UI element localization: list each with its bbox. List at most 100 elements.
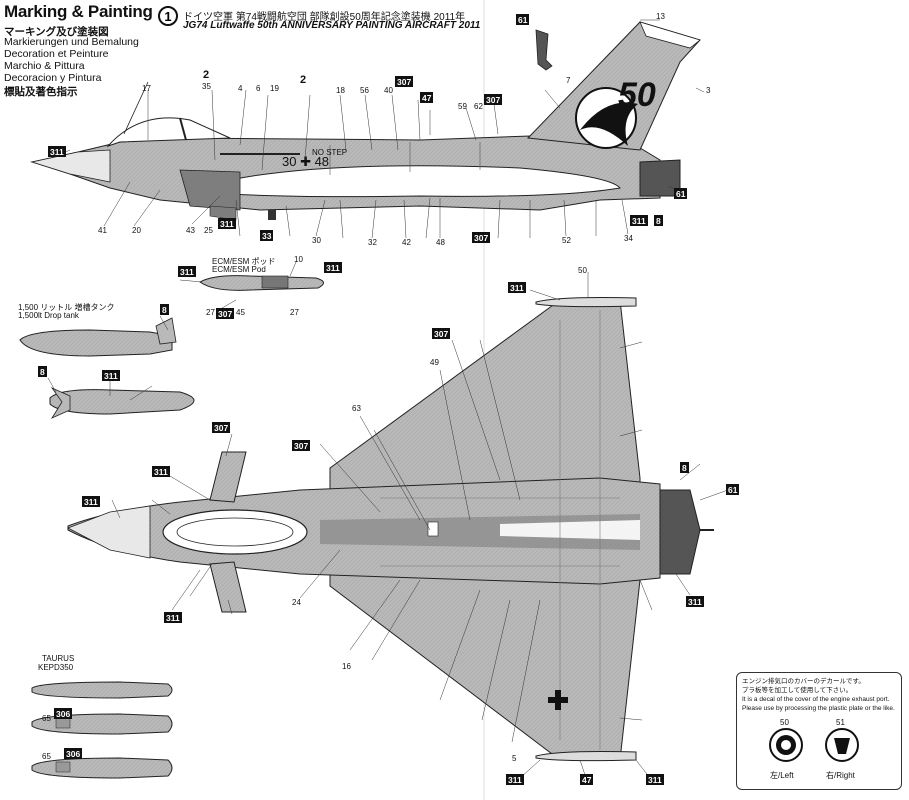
callout-41: 41 bbox=[98, 226, 107, 235]
callout-16: 16 bbox=[342, 662, 351, 671]
callout-311: 311 bbox=[164, 612, 182, 623]
callout-50: 50 bbox=[578, 266, 587, 275]
callout-307: 307 bbox=[395, 76, 414, 87]
callout-30: 30 bbox=[312, 236, 321, 245]
note-item-51: 51 bbox=[836, 718, 845, 727]
drop-tank-top bbox=[49, 387, 195, 419]
callout-8: 8 bbox=[654, 215, 663, 226]
kepd-label: KEPD350 bbox=[38, 663, 74, 672]
callout-8: 8 bbox=[160, 304, 169, 315]
callout-7: 7 bbox=[566, 76, 571, 85]
callout-311: 311 bbox=[506, 774, 524, 785]
callout-311: 311 bbox=[508, 282, 526, 293]
note-en-2: Please use by processing the plastic pla… bbox=[742, 705, 895, 712]
callout-307: 307 bbox=[292, 440, 311, 451]
callout-47: 47 bbox=[420, 92, 434, 103]
no-step-label: NO STEP bbox=[312, 148, 348, 157]
version-marker: 1 bbox=[158, 6, 178, 26]
callout-307: 307 bbox=[432, 328, 451, 339]
callout-45: 45 bbox=[236, 308, 245, 317]
callout-32: 32 bbox=[368, 238, 377, 247]
page-title: Marking & Painting bbox=[4, 2, 153, 21]
engine-exhaust-note: エンジン排気口のカバーのデカールです。 プラ板等を加工して使用して下さい。 It… bbox=[736, 672, 902, 790]
callout-307: 307 bbox=[212, 422, 231, 433]
callout-306: 306 bbox=[54, 708, 73, 719]
subtitle-de: Markierungen und Bemalung bbox=[4, 36, 139, 48]
ecm-pod-label-en: ECM/ESM Pod bbox=[212, 265, 266, 274]
drop-tank-label-jp: 1,500 リットル 増槽タンク bbox=[18, 303, 115, 312]
callout-47: 47 bbox=[580, 774, 594, 785]
callout-65: 65 bbox=[42, 714, 51, 723]
callout-56: 56 bbox=[360, 86, 369, 95]
callout-42: 42 bbox=[402, 238, 411, 247]
exhaust-badge-left bbox=[769, 728, 803, 762]
subtitle-jp: マーキング及び塗装図 bbox=[4, 26, 109, 38]
callout-8: 8 bbox=[38, 366, 47, 377]
tail-number: 50 bbox=[618, 76, 656, 114]
callout-311: 311 bbox=[152, 466, 170, 477]
drop-tank-label-en: 1,500lt Drop tank bbox=[18, 311, 79, 320]
callout-2: 2 bbox=[300, 74, 307, 86]
callout-62: 62 bbox=[474, 102, 483, 111]
callout-34: 34 bbox=[624, 234, 633, 243]
callout-311: 311 bbox=[82, 496, 100, 507]
callout-18: 18 bbox=[336, 86, 345, 95]
callout-49: 49 bbox=[430, 358, 439, 367]
leader-lines bbox=[47, 19, 729, 779]
callout-311: 311 bbox=[686, 596, 704, 607]
callout-43: 43 bbox=[186, 226, 195, 235]
callout-311: 311 bbox=[646, 774, 664, 785]
callout-311: 311 bbox=[48, 146, 66, 157]
exhaust-badge-right bbox=[825, 728, 859, 762]
callout-24: 24 bbox=[292, 598, 301, 607]
callout-10: 10 bbox=[294, 255, 303, 264]
callout-3: 3 bbox=[706, 86, 711, 95]
callout-48: 48 bbox=[436, 238, 445, 247]
drop-tank-side bbox=[19, 317, 177, 357]
callout-61: 61 bbox=[726, 484, 740, 495]
taurus-missile-1 bbox=[31, 681, 173, 699]
callout-25: 25 bbox=[204, 226, 213, 235]
callout-61: 61 bbox=[674, 188, 688, 199]
callout-4: 4 bbox=[238, 84, 243, 93]
callout-311: 311 bbox=[178, 266, 196, 277]
note-en-1: It is a decal of the cover of the engine… bbox=[742, 696, 890, 703]
callout-35: 35 bbox=[202, 82, 211, 91]
side-view-aircraft bbox=[30, 21, 701, 221]
callout-306: 306 bbox=[64, 748, 83, 759]
taurus-missile-2 bbox=[31, 713, 173, 735]
callout-27: 27 bbox=[290, 308, 299, 317]
callout-27: 27 bbox=[206, 308, 215, 317]
top-view-aircraft bbox=[67, 297, 714, 762]
callout-61: 61 bbox=[516, 14, 530, 25]
callout-52: 52 bbox=[562, 236, 571, 245]
subtitle-cn: 標貼及著色指示 bbox=[4, 86, 78, 98]
subtitle-es: Decoracion y Pintura bbox=[4, 72, 102, 84]
callout-8: 8 bbox=[680, 462, 689, 473]
ecm-pod-label-jp: ECM/ESM ポッド bbox=[212, 257, 276, 266]
caption-jp: ドイツ空軍 第74戦闘航空団 部隊創設50周年記念塗装機 2011年 bbox=[183, 12, 466, 23]
note-jp-2: プラ板等を加工して使用して下さい。 bbox=[742, 687, 853, 694]
subtitle-it: Marchio & Pittura bbox=[4, 60, 85, 72]
callout-19: 19 bbox=[270, 84, 279, 93]
callout-13: 13 bbox=[656, 12, 665, 21]
callout-17: 17 bbox=[142, 84, 151, 93]
callout-307: 307 bbox=[472, 232, 491, 243]
callout-40: 40 bbox=[384, 86, 393, 95]
caption-en: JG74 Luftwaffe 50th ANNIVERSARY PAINTING… bbox=[183, 20, 481, 31]
detail-part-61-33 bbox=[535, 29, 553, 71]
note-right-label: 右/Right bbox=[826, 771, 855, 780]
callout-20: 20 bbox=[132, 226, 141, 235]
ecm-pod bbox=[199, 275, 324, 291]
callout-307: 307 bbox=[216, 308, 235, 319]
callout-33: 33 bbox=[260, 230, 274, 241]
callout-311: 311 bbox=[218, 218, 236, 229]
callout-63: 63 bbox=[352, 404, 361, 413]
callout-59: 59 bbox=[458, 102, 467, 111]
callout-311: 311 bbox=[324, 262, 342, 273]
callout-5: 5 bbox=[512, 754, 517, 763]
callout-2: 2 bbox=[203, 69, 210, 81]
taurus-label: TAURUS bbox=[42, 654, 75, 663]
